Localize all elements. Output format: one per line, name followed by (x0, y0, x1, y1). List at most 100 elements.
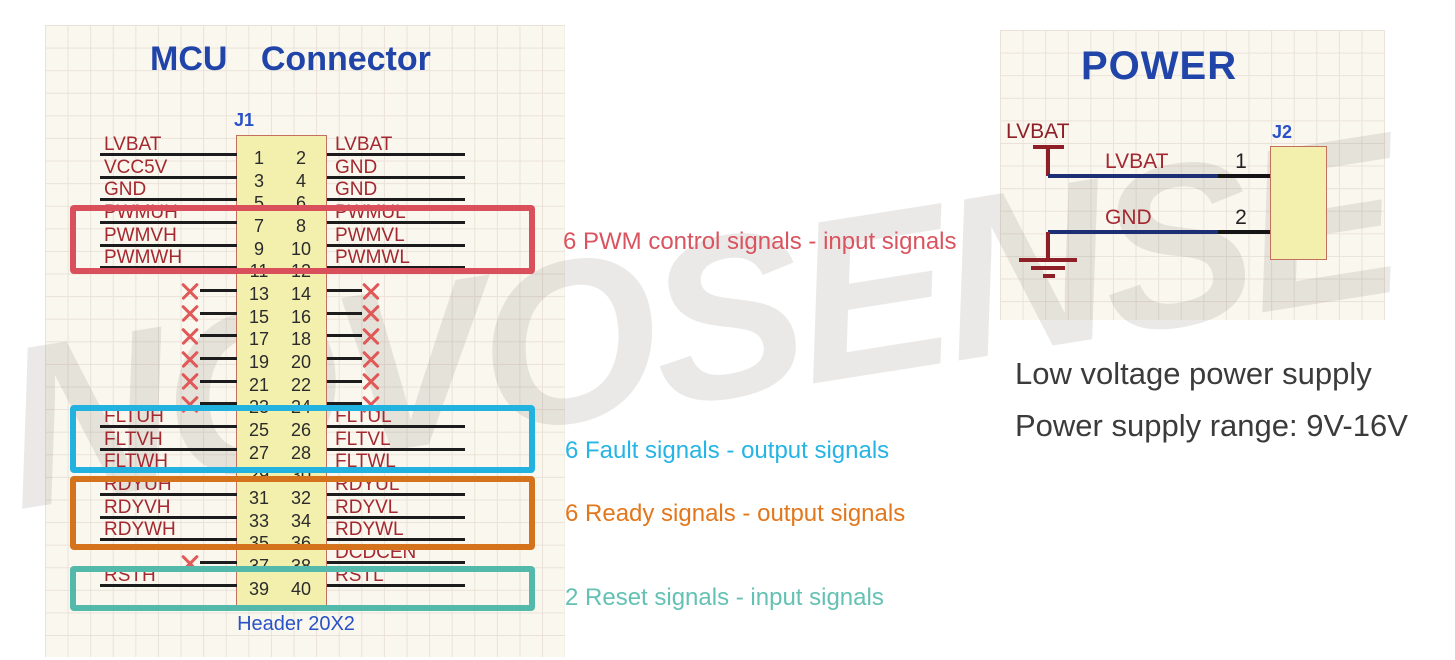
power-caption-line1: Low voltage power supply (1015, 356, 1372, 391)
pin-number-right: 8 (295, 216, 306, 236)
no-connect-x-icon (180, 326, 200, 346)
left-pin-wire (100, 538, 237, 542)
left-net-label: FLTWH (104, 451, 169, 473)
ground-symbol-bar3 (1043, 274, 1055, 278)
right-net-label: RDYWL (335, 519, 404, 541)
right-pin-wire (327, 493, 465, 496)
pin-number-right: 28 (290, 442, 312, 463)
right-net-label: LVBAT (335, 134, 393, 155)
left-nc-stub-wire (200, 379, 237, 383)
left-nc-stub-wire (200, 334, 237, 338)
left-pin-wire (100, 175, 237, 179)
j1-connector-body (236, 135, 327, 608)
right-pin-wire (327, 198, 465, 202)
lvbat-net-wire (1048, 174, 1218, 178)
power-caption-line2: Power supply range: 9V-16V (1015, 408, 1408, 443)
left-net-label: PWMVH (104, 224, 177, 246)
left-pin-wire (100, 243, 237, 247)
j2-designator: J2 (1272, 122, 1293, 142)
pin-number-left: 9 (253, 238, 264, 259)
left-net-label: FLTUH (104, 406, 164, 427)
pin-number-right: 20 (290, 352, 312, 372)
pin-number-left: 27 (248, 442, 270, 463)
pin-number-right: 18 (290, 329, 312, 350)
fault-annotation: 6 Fault signals - output signals (565, 437, 890, 464)
right-net-label: PWMWL (335, 247, 410, 269)
pin-number-right: 26 (290, 420, 312, 440)
left-pin-wire (100, 266, 237, 270)
no-connect-x-icon (361, 326, 381, 346)
right-pin-wire (327, 175, 465, 179)
pin-number-right: 22 (290, 374, 312, 395)
pin-number-right: 34 (290, 510, 312, 531)
pin-number-right: 10 (290, 238, 312, 259)
pin-number-right: 32 (290, 488, 312, 508)
left-pin-wire (100, 583, 237, 587)
no-connect-x-icon (180, 304, 200, 324)
power-section-title: POWER (1081, 44, 1238, 88)
pin-number-left: 3 (253, 170, 264, 191)
pin-number-left: 21 (248, 374, 270, 395)
left-pin-wire (100, 425, 237, 428)
right-pin-wire (327, 583, 465, 587)
pwm-group-box (70, 205, 535, 274)
pin-number-left: 15 (248, 306, 270, 327)
gnd-net-label: GND (1105, 206, 1152, 229)
right-pin-wire (327, 538, 465, 542)
left-net-label: PWMWH (104, 247, 183, 269)
right-net-label: GND (335, 179, 378, 201)
mcu-section-title: MCU Connector (150, 40, 431, 78)
left-pin-wire (100, 515, 237, 519)
pin-number-right: 40 (290, 578, 312, 599)
pin-number-left: 39 (248, 578, 270, 599)
ground-symbol-icon (1019, 258, 1077, 262)
no-connect-x-icon (180, 372, 200, 392)
ground-symbol-bar2 (1031, 266, 1065, 270)
left-net-label: VCC5V (104, 156, 168, 178)
no-connect-x-icon (361, 372, 381, 392)
pin-number-left: 7 (253, 216, 264, 236)
right-pin-wire (327, 221, 465, 224)
right-pin-wire (327, 243, 465, 247)
right-net-label: RDYVL (335, 496, 399, 518)
right-nc-stub-wire (327, 311, 362, 315)
no-connect-x-icon (361, 304, 381, 324)
left-nc-stub-wire (200, 289, 237, 292)
left-nc-stub-wire (200, 357, 237, 360)
right-net-label: PWMVL (335, 224, 405, 246)
pin-number-right: 4 (295, 170, 306, 191)
pin-number-left: 25 (248, 420, 270, 440)
left-pin-wire (100, 493, 237, 496)
pwm-annotation: 6 PWM control signals - input signals (563, 228, 957, 255)
left-net-label: LVBAT (104, 134, 162, 155)
left-pin-wire (100, 447, 237, 451)
no-connect-x-icon (361, 349, 381, 369)
left-pin-wire (100, 153, 237, 156)
right-net-label: FLTWL (335, 451, 396, 473)
j1-designator: J1 (234, 110, 255, 130)
right-nc-stub-wire (327, 289, 362, 292)
j2-pin2-number: 2 (1235, 206, 1247, 229)
ground-symbol-stem (1046, 232, 1050, 260)
right-pin-wire (327, 447, 465, 451)
left-pin-wire (100, 221, 237, 224)
ready-annotation: 6 Ready signals - output signals (565, 500, 906, 527)
pin-number-left: 33 (248, 510, 270, 531)
ready-group-box (70, 476, 535, 550)
right-net-label: GND (335, 156, 378, 178)
left-nc-stub-wire (200, 311, 237, 315)
no-connect-x-icon (180, 349, 200, 369)
right-nc-stub-wire (327, 357, 362, 360)
reset-annotation: 2 Reset signals - input signals (565, 584, 884, 611)
pin-number-left: 1 (253, 148, 264, 168)
fault-group-box (70, 405, 535, 473)
no-connect-x-icon (180, 281, 200, 301)
reset-group-box (70, 566, 535, 611)
right-pin-wire (327, 153, 465, 156)
pin-number-left: 31 (248, 488, 270, 508)
pin-number-right: 6 (295, 193, 306, 214)
right-pin-wire (327, 425, 465, 428)
pin-number-left: 13 (248, 284, 270, 304)
